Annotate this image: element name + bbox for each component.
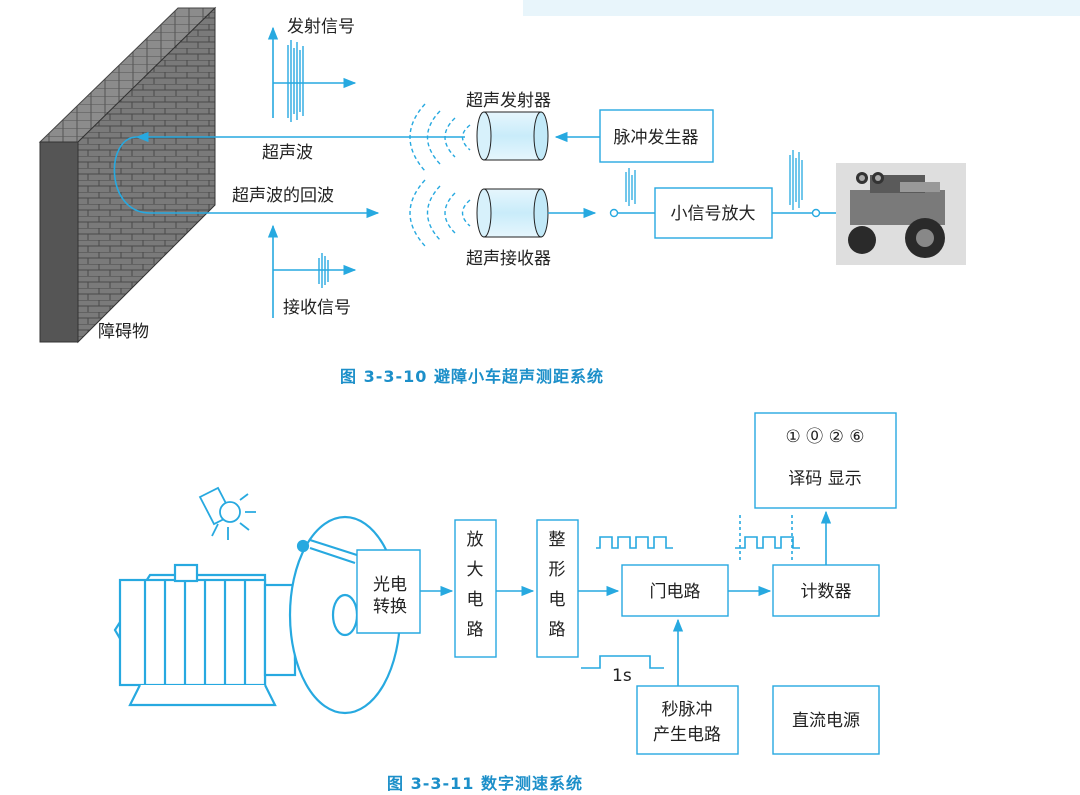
ultrasonic-emitter-label: 超声发射器	[466, 91, 551, 111]
dc-power-box	[772, 685, 880, 755]
dc-power-label: 直流电源	[792, 711, 860, 731]
robot-car-image	[836, 163, 966, 265]
received-burst-icon	[625, 168, 636, 206]
figure-digital-speed-measurement: ① ⓪ ② ⑥ 译码 显示 光电 转换	[113, 412, 897, 793]
ultrasonic-receiver	[476, 188, 549, 238]
amplifier-char-2: 大	[467, 560, 484, 580]
one-second-pulse-icon	[581, 655, 664, 669]
amplifier-circuit-box	[454, 519, 497, 658]
emitter-wave-icon	[409, 103, 471, 172]
decode-display-box	[754, 412, 897, 509]
reflection-curve	[113, 136, 151, 214]
photoelectric-label-2: 转换	[373, 597, 407, 617]
small-signal-amplifier-box	[654, 187, 773, 239]
receive-signal-label: 接收信号	[283, 298, 351, 318]
shaping-char-2: 形	[549, 560, 566, 580]
transmit-signal-label: 发射信号	[287, 17, 355, 37]
amplifier-char-1: 放	[467, 530, 484, 550]
obstacle-wall	[38, 6, 217, 344]
ultrasonic-wave-label: 超声波	[262, 143, 313, 163]
figure2-caption: 图 3-3-11 数字测速系统	[387, 774, 583, 793]
photoelectric-label-1: 光电	[373, 575, 407, 595]
one-second-label: 1s	[612, 666, 632, 686]
obstacle-label: 障碍物	[98, 322, 149, 342]
second-pulse-label-2: 产生电路	[653, 725, 721, 745]
pulse-generator-label: 脉冲发生器	[614, 128, 699, 148]
lamp-icon	[198, 486, 256, 540]
second-pulse-generator-box	[636, 685, 739, 755]
transmit-signal-graph	[267, 26, 357, 122]
receive-signal-graph	[267, 224, 357, 318]
receiver-wave-icon	[409, 179, 471, 247]
second-pulse-label-1: 秒脉冲	[662, 700, 713, 720]
amplified-burst-icon	[789, 150, 803, 210]
counter-box	[772, 564, 880, 617]
gate-circuit-label: 门电路	[650, 582, 701, 602]
ultrasonic-emitter	[476, 111, 549, 161]
shaping-circuit-box	[536, 519, 579, 658]
gate-circuit-box	[621, 564, 729, 617]
shaping-char-3: 电	[549, 590, 566, 610]
figure1-caption: 图 3-3-10 避障小车超声测距系统	[340, 367, 604, 386]
counter-label: 计数器	[801, 582, 852, 602]
figure-ultrasonic-ranging: 发射信号 超声波 超声波的回波 超声发射器 脉冲发生器	[38, 6, 966, 386]
pulse-generator-box	[599, 109, 714, 163]
amplifier-char-4: 路	[467, 620, 484, 640]
ultrasonic-receiver-label: 超声接收器	[466, 249, 551, 269]
shaping-char-4: 路	[549, 620, 566, 640]
top-header-band	[523, 0, 1080, 16]
decode-display-label: 译码 显示	[788, 469, 861, 489]
pulse-train-icon	[596, 536, 673, 549]
photoelectric-box	[356, 549, 421, 634]
amplifier-char-3: 电	[467, 590, 484, 610]
gated-pulse-icon	[735, 515, 800, 560]
display-digits: ① ⓪ ② ⑥	[786, 427, 865, 447]
shaping-char-1: 整	[549, 530, 566, 550]
small-signal-amplifier-label: 小信号放大	[671, 204, 756, 224]
echo-label: 超声波的回波	[232, 186, 334, 206]
